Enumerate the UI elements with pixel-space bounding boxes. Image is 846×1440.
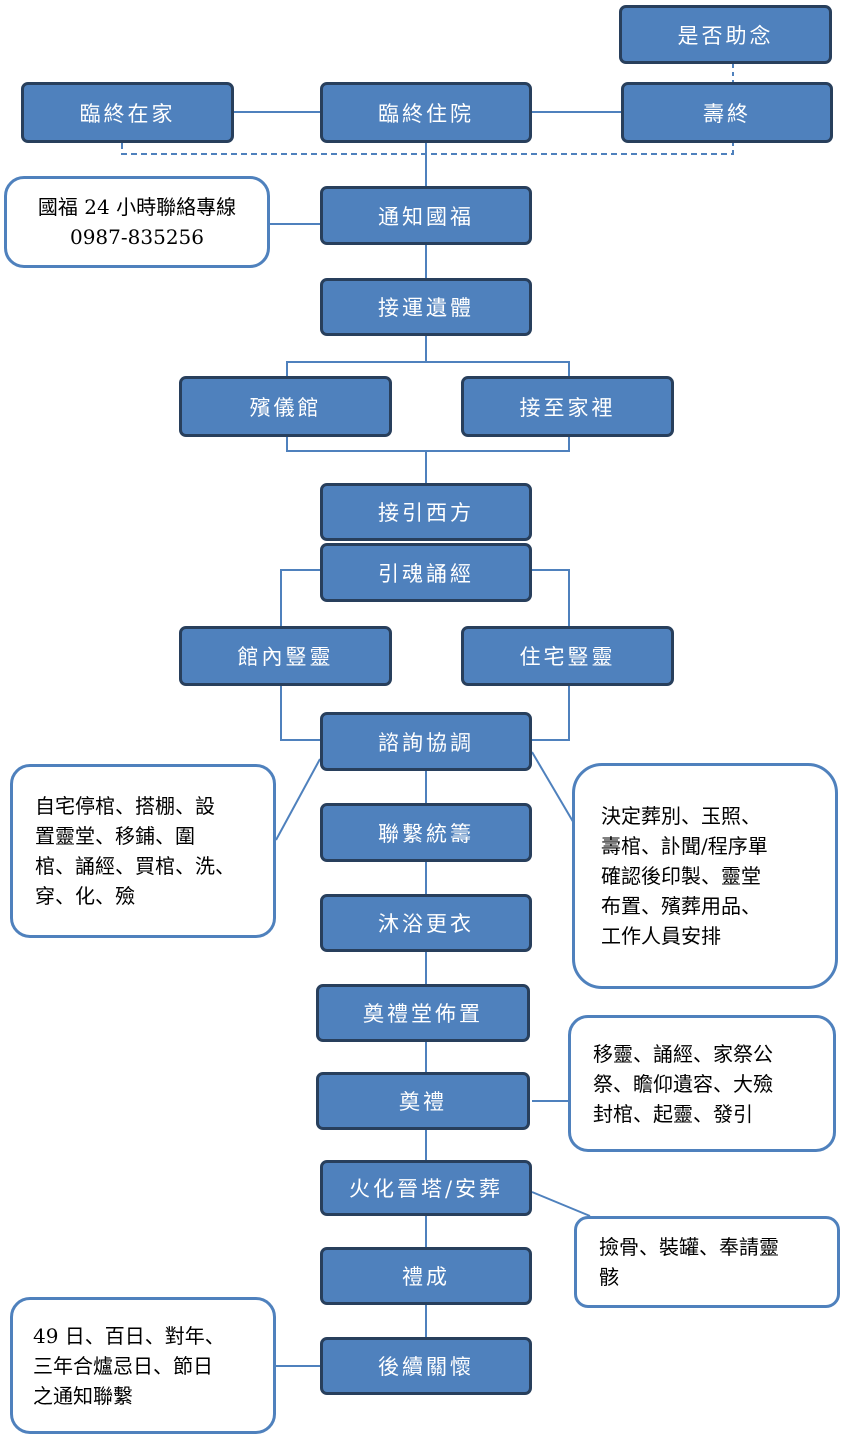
node-guide-west: 接引西方 [320, 483, 532, 541]
node-home-spirit: 住宅豎靈 [461, 626, 674, 686]
connector-home-consult [532, 686, 570, 741]
node-funeral-home: 殯儀館 [179, 376, 392, 437]
connector-decisions-note [531, 751, 576, 826]
connector-home-tasks-note [275, 758, 321, 841]
node-to-home: 接至家裡 [461, 376, 674, 437]
node-in-hospital: 臨終住院 [320, 82, 532, 143]
connector-hall-consult [280, 686, 320, 741]
note-ceremony-tasks: 移靈、誦經、家祭公 祭、瞻仰遺容、大殮 封棺、起靈、發引 [568, 1015, 836, 1152]
node-hall-spirit: 館內豎靈 [179, 626, 392, 686]
connector-split-bottom [286, 437, 570, 452]
connector-dashed-merge [121, 143, 734, 155]
note-follow-up-tasks: 49 日、百日、對年、 三年合爐忌日、節日 之通知聯繫 [10, 1297, 276, 1434]
connector-chant-hall [280, 569, 320, 626]
note-bones: 撿骨、裝罐、奉請靈 骸 [574, 1216, 840, 1308]
connector-chant-home [532, 569, 570, 626]
note-decisions: 決定葬別、玉照、 壽棺、訃聞/程序單 確認後印製、靈堂 布置、殯葬用品、 工作人… [572, 763, 838, 989]
node-ceremony: 奠禮 [316, 1072, 530, 1130]
note-home-tasks: 自宅停棺、搭棚、設 置靈堂、移鋪、圍 棺、誦經、買棺、洗、 穿、化、殮 [10, 764, 276, 938]
node-notify: 通知國福 [320, 186, 532, 245]
node-complete: 禮成 [320, 1247, 532, 1305]
node-bathe-dress: 沐浴更衣 [320, 894, 532, 952]
node-hall-setup: 奠禮堂佈置 [316, 984, 530, 1042]
node-soul-chant: 引魂誦經 [320, 543, 532, 602]
node-cremation: 火化晉塔/安葬 [320, 1160, 532, 1216]
node-coordinate: 聯繫統籌 [320, 803, 532, 862]
node-transport: 接運遺體 [320, 278, 532, 336]
node-follow-up: 後續關懷 [320, 1337, 532, 1395]
node-help-chant: 是否助念 [619, 5, 832, 64]
note-hotline: 國福 24 小時聯絡專線 0987-835256 [4, 176, 270, 268]
node-at-home: 臨終在家 [21, 82, 234, 143]
connector-bones-note [531, 1191, 591, 1217]
node-consult: 諮詢協調 [320, 712, 532, 771]
connector-split-top [286, 361, 570, 376]
node-passed-away: 壽終 [621, 82, 833, 143]
